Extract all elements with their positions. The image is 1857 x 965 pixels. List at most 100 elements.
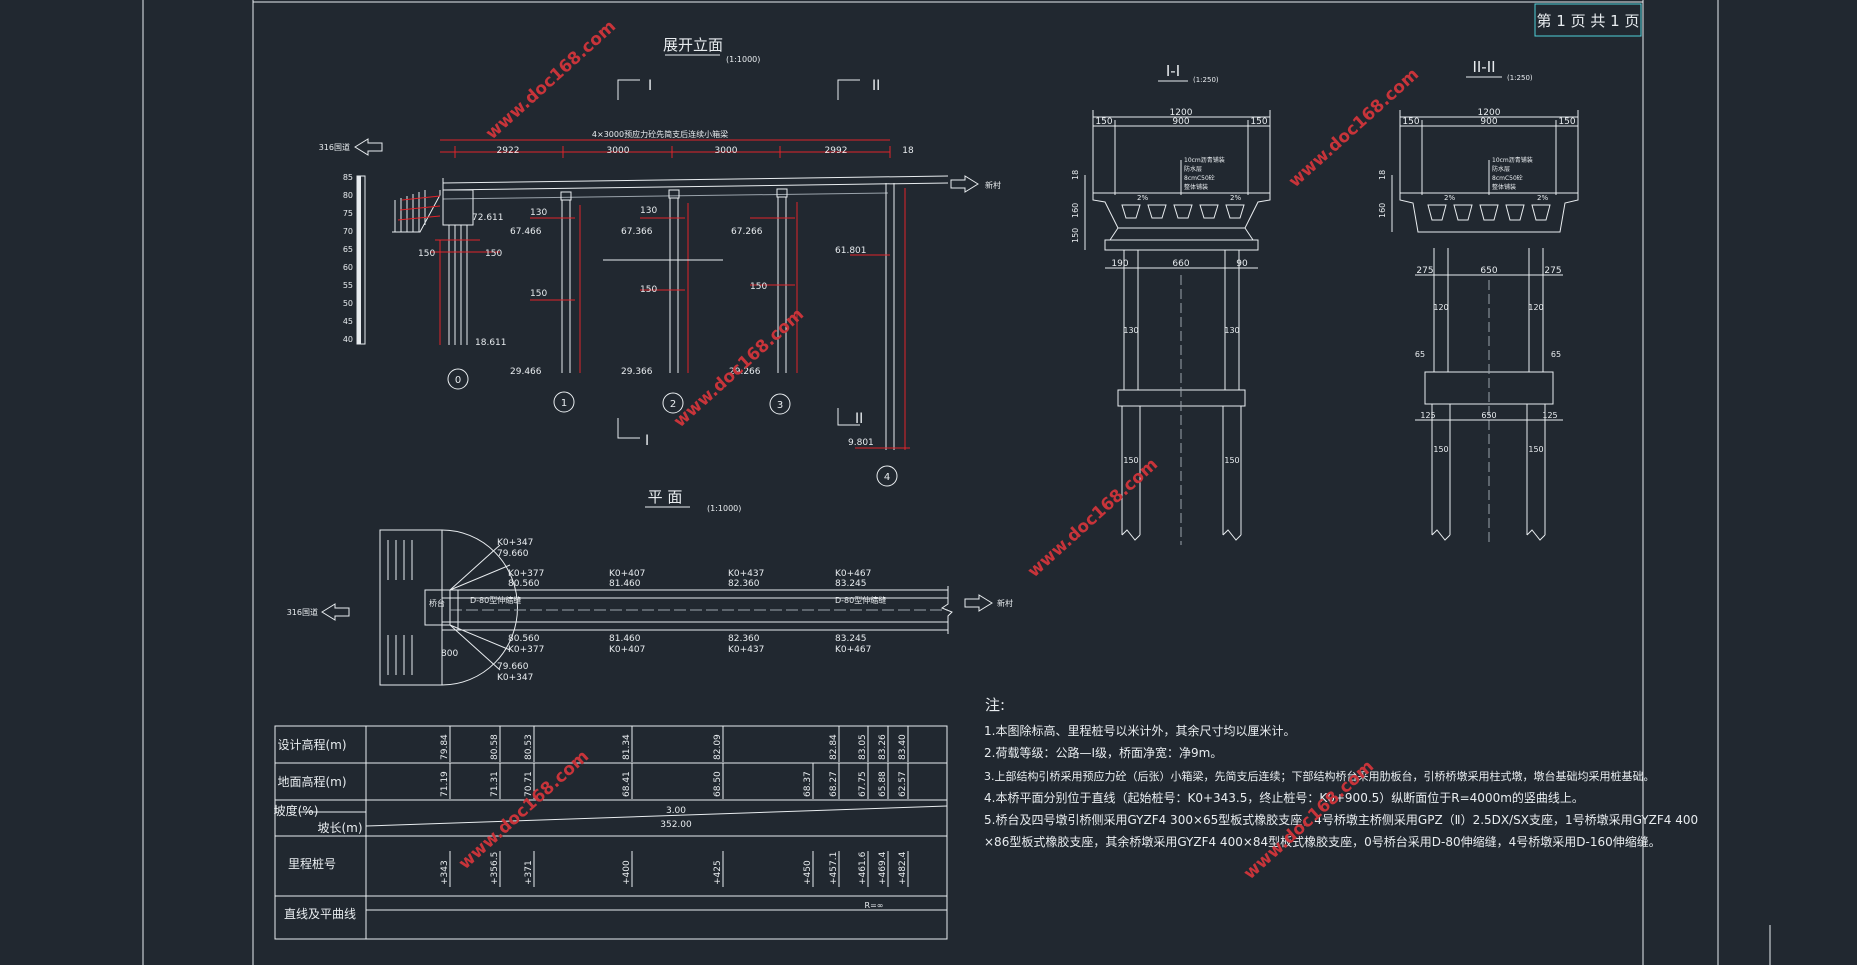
svg-text:K0+347: K0+347 [497, 673, 533, 683]
svg-text:70: 70 [343, 227, 353, 236]
note-line: 1.本图除标高、里程桩号以米计外，其余尺寸均以厘米计。 [984, 723, 1295, 738]
note-line: 2.荷载等级：公路—Ⅰ级，桥面净宽：净9m。 [984, 745, 1222, 760]
elev-label: 72.611 [472, 213, 504, 223]
station-value: +343 [440, 860, 450, 885]
profile-table-grid [274, 725, 948, 940]
svg-text:65: 65 [343, 245, 353, 254]
design-elevation-value: 82.09 [713, 734, 723, 760]
notes-list: 1.本图除标高、里程桩号以米计外，其余尺寸均以厘米计。 2.荷载等级：公路—Ⅰ级… [984, 723, 1698, 849]
section1-dims-mid: 190 660 90 [1105, 259, 1258, 269]
svg-text:50: 50 [343, 299, 353, 308]
section2-dim-mid: 900 [1480, 117, 1497, 127]
scale-tick-labels: 85 80 75 70 65 60 55 50 45 40 [343, 173, 353, 344]
svg-text:160: 160 [1071, 203, 1080, 218]
station-value: +400 [622, 860, 632, 885]
svg-text:120: 120 [1528, 303, 1543, 312]
pier-dim-ticks [454, 146, 891, 158]
plan-width: 800 [441, 649, 458, 659]
ground-elevation-value: 70.71 [524, 771, 534, 797]
page-indicator: 第 1 页 共 1 页 [1537, 12, 1640, 30]
section1-layer-notes: 10cm沥青铺装 防水层 8cmC50砼 整体铺装 [1180, 156, 1225, 195]
plan-right-road-arrow [964, 594, 993, 612]
ground-elevation-value: 65.88 [878, 771, 888, 797]
svg-text:60: 60 [343, 263, 353, 272]
svg-text:130: 130 [640, 206, 657, 216]
ground-elevation-value: 71.31 [490, 771, 500, 797]
span-dim-4: 2992 [825, 146, 848, 156]
station-value: +356.5 [490, 852, 500, 885]
svg-text:130: 130 [1123, 326, 1138, 335]
section1-dims-top [1092, 110, 1271, 195]
svg-text:75: 75 [343, 209, 353, 218]
svg-text:130: 130 [530, 208, 547, 218]
svg-text:650: 650 [1481, 411, 1496, 420]
section2-dims-top [1399, 110, 1579, 195]
section2-dim-left: 150 [1402, 117, 1419, 127]
small-dim-labels: 130 130 150 150 150 150 150 [418, 206, 767, 299]
plan-stations-top: K0+347 79.660 K0+377 80.560 K0+407 81.46… [497, 538, 871, 589]
section2-dim-right: 150 [1558, 117, 1575, 127]
watermark: www.doc168.com [1285, 65, 1423, 192]
section1-dim-right: 150 [1250, 117, 1267, 127]
svg-text:83.245: 83.245 [835, 634, 867, 644]
row-label-length: 坡长(m) [317, 821, 362, 835]
notes-title: 注: [985, 696, 1005, 714]
section1-dim-width: 1200 [1170, 108, 1193, 118]
svg-text:150: 150 [1071, 228, 1080, 243]
plan-right-road: 新村 [997, 598, 1013, 608]
design-elevation-value: 82.84 [829, 734, 839, 760]
section-mark-1-bottom [617, 418, 640, 439]
svg-text:整体铺装: 整体铺装 [1184, 183, 1208, 191]
svg-text:40: 40 [343, 335, 353, 344]
elevation-title: 展开立面 [663, 36, 723, 54]
section1-dim-mid: 900 [1172, 117, 1189, 127]
elev-label: 29.266 [729, 367, 761, 377]
svg-text:160: 160 [1378, 203, 1387, 218]
elev-label: 9.801 [848, 438, 874, 448]
svg-text:1: 1 [561, 398, 567, 409]
abutment-slope [392, 190, 441, 233]
section-mark-2-bottom [837, 408, 860, 426]
section2-side-dims: 18 160 [1378, 170, 1393, 232]
ground-elevation-value: 68.41 [622, 771, 632, 797]
ground-elevation-value: 68.37 [803, 771, 813, 797]
svg-text:125: 125 [1420, 411, 1435, 420]
plan-abutment [379, 529, 518, 686]
elevation-scale-ruler [356, 175, 366, 345]
pier-2 [640, 189, 689, 373]
left-road-arrow [354, 138, 383, 156]
svg-text:150: 150 [485, 249, 502, 259]
design-elevation-value: 81.34 [622, 734, 632, 760]
svg-text:82.360: 82.360 [728, 634, 760, 644]
elevation-scale: (1:1000) [726, 55, 760, 64]
elev-label: 61.801 [835, 246, 867, 256]
section2-col-dims: 120 120 65 65 125 650 125 150 150 [1415, 303, 1561, 454]
plan-title: 平 面 [648, 488, 683, 506]
plan-joint-right: D-80型伸缩缝 [835, 595, 886, 605]
row-label-ground: 地面高程(m) [277, 774, 346, 789]
elev-label: 67.266 [731, 227, 763, 237]
svg-text:83.245: 83.245 [835, 579, 867, 589]
station-value: +425 [713, 860, 723, 885]
section2-slope-left: 2% [1444, 194, 1455, 202]
elev-label: 18.611 [475, 338, 507, 348]
section2-dims-mid: 275 650 275 [1415, 266, 1563, 276]
section2-slope-right: 2% [1537, 194, 1548, 202]
section2-scale: (1:250) [1507, 74, 1533, 82]
svg-text:150: 150 [1528, 445, 1543, 454]
station-value: +450 [803, 860, 813, 885]
pier-3 [750, 188, 798, 373]
bridge-deck [442, 175, 949, 200]
plan-left-road: 316国道 [287, 607, 318, 617]
elev-right-road: 新村 [985, 180, 1001, 190]
svg-text:防水层: 防水层 [1184, 165, 1202, 173]
span-note: 4×3000预应力砼先简支后连续小箱梁 [592, 129, 728, 139]
svg-text:81.460: 81.460 [609, 579, 641, 589]
plan-left-road-arrow [321, 603, 350, 621]
station-value: +457.1 [829, 852, 839, 885]
row-label-station: 里程桩号 [288, 856, 336, 871]
design-elevation-value: 80.53 [524, 734, 534, 760]
svg-text:0: 0 [455, 375, 461, 386]
